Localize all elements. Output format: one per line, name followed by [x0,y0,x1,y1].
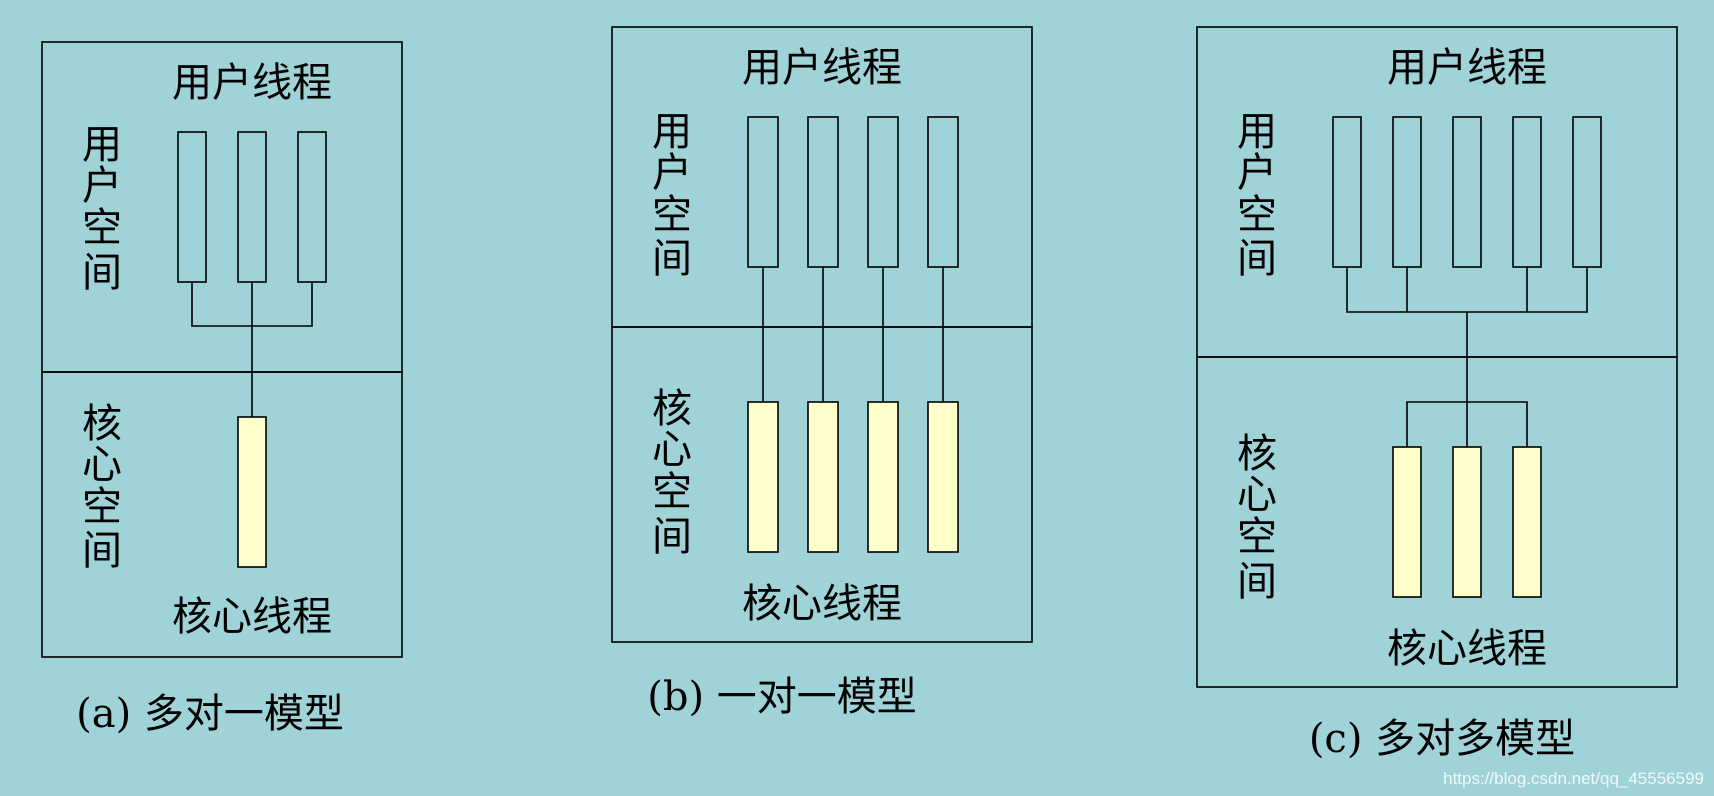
user-thread [237,131,267,283]
user-thread-label: 用户线程 [172,60,332,106]
kernel-thread [1512,446,1542,598]
kernel-space-char: 核 [652,386,692,432]
user-thread [1572,116,1602,268]
user-space-char: 间 [82,250,122,296]
kernel-thread-label: 核心线程 [1387,626,1547,672]
user-space-char: 用 [1237,109,1277,155]
user-space-char: 空 [1237,192,1277,238]
user-thread-label: 用户线程 [1387,45,1547,91]
user-space-char: 空 [82,205,122,251]
diagram-one-to-one: 用户线程 用 户 空 间 核 心 空 间 核心线程 (b) 一对一模型 [611,26,1033,720]
caption: (b) 一对一模型 [647,674,917,720]
kernel-space-box [611,326,1033,643]
watermark: https://blog.csdn.net/qq_45556599 [1443,769,1704,788]
kernel-thread [747,401,779,553]
user-thread [927,116,959,268]
diagram-many-to-one: 用户线程 用 户 空 间 核 心 空 间 核心线程 (a) 多对一模型 [41,41,403,737]
kernel-thread [237,416,267,568]
user-thread [867,116,899,268]
user-space-char: 用 [82,122,122,168]
kernel-space-box [41,371,403,658]
kernel-space-char: 间 [1237,559,1277,605]
kernel-space-char: 间 [82,528,122,574]
kernel-space-char: 间 [652,514,692,560]
user-thread [1392,116,1422,268]
user-thread [1512,116,1542,268]
user-space-char: 户 [1237,150,1277,196]
user-space-char: 用 [652,109,692,155]
caption: (c) 多对多模型 [1309,716,1575,762]
user-thread [177,131,207,283]
user-thread [1332,116,1362,268]
user-thread-label: 用户线程 [742,45,902,91]
kernel-space-char: 核 [1237,431,1277,477]
kernel-thread [807,401,839,553]
kernel-space-char: 心 [1237,472,1277,518]
kernel-space-char: 心 [82,442,122,488]
user-space-char: 间 [1237,236,1277,282]
connector [1346,267,1588,313]
kernel-thread [1392,446,1422,598]
user-thread [297,131,327,283]
user-thread [747,116,779,268]
kernel-space-char: 空 [652,469,692,515]
user-space-char: 间 [652,236,692,282]
kernel-space-char: 空 [1237,514,1277,560]
kernel-thread [927,401,959,553]
diagram-many-to-many: 用户线程 用 户 空 间 核 心 空 间 核心线程 (c) 多对多模型 [1196,26,1678,762]
user-space-char: 空 [652,192,692,238]
kernel-space-char: 空 [82,484,122,530]
kernel-space-char: 心 [652,427,692,473]
user-space-char: 户 [82,163,122,209]
kernel-thread [1452,446,1482,598]
kernel-thread-label: 核心线程 [742,581,902,627]
user-space-char: 户 [652,150,692,196]
user-thread [807,116,839,268]
user-thread [1452,116,1482,268]
kernel-space-box [1196,356,1678,688]
connector [1406,401,1528,447]
caption: (a) 多对一模型 [76,691,344,737]
kernel-thread [867,401,899,553]
kernel-thread-label: 核心线程 [172,594,332,640]
kernel-space-char: 核 [82,401,122,447]
